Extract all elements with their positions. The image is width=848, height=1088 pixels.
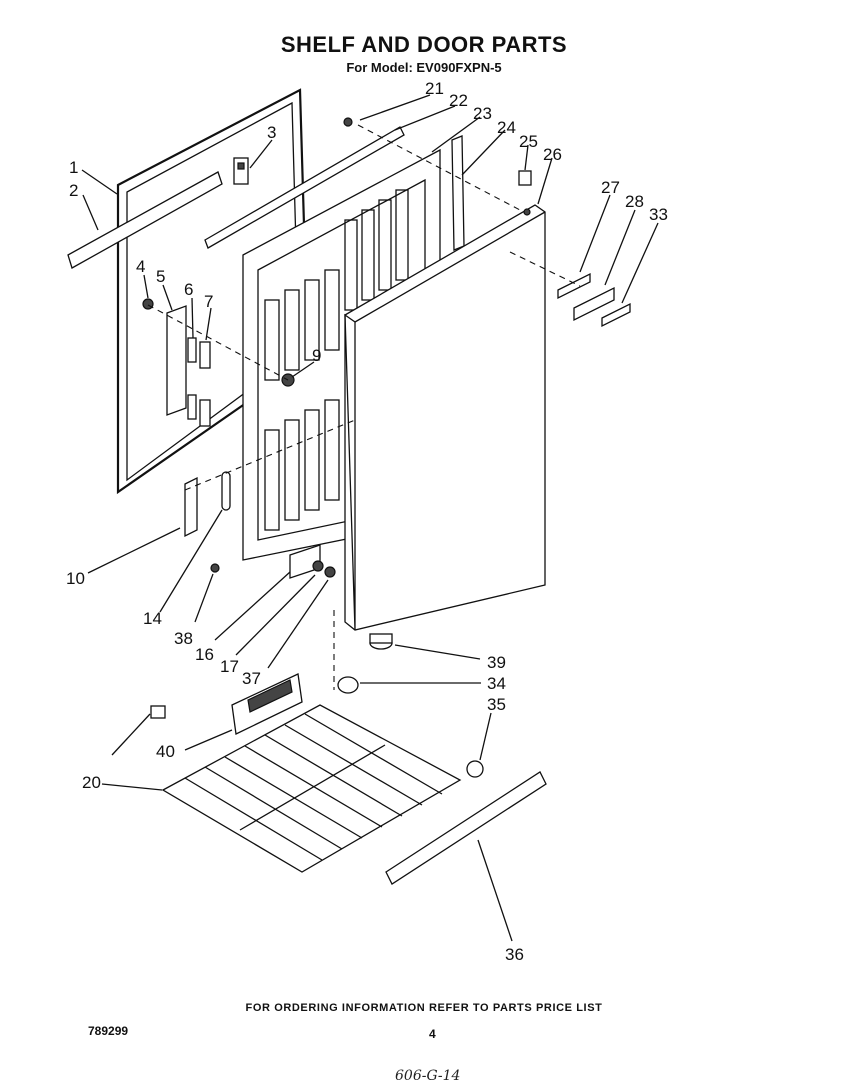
model-subtitle: For Model: EV090FXPN-5 [346,60,502,75]
callout-14: 14 [143,609,162,628]
callout-28: 33 [649,205,668,224]
door-foot-part [369,633,393,650]
callout-15: 16 [195,645,214,664]
callout-leader-lines [81,94,659,942]
callout-35: 36 [505,945,524,964]
callout-7: 7 [204,292,213,311]
wire-shelf-part [161,704,462,873]
hinge-part [233,157,249,185]
callout-10: 10 [66,569,85,588]
callout-3: 3 [267,123,276,142]
callout-6: 6 [184,280,193,299]
hinge-block-part [142,298,211,427]
callout-37: 38 [174,629,193,648]
callout-24: 25 [519,132,538,151]
shelf-support-block-part [231,673,303,735]
callout-27: 28 [625,192,644,211]
callout-25: 26 [543,145,562,164]
handwritten-note: 606-G-14 [395,1068,461,1084]
small-clip-part [150,705,166,719]
callout-22: 23 [473,104,492,123]
callout-36: 37 [242,669,261,688]
assembly-guide-lines [147,124,581,690]
callout-23: 24 [497,118,516,137]
shelf-clip-part [337,676,484,778]
page-title: SHELF AND DOOR PARTS [280,32,568,57]
callout-20: 21 [425,79,444,98]
callout-1: 1 [69,158,78,177]
ordering-note: FOR ORDERING INFORMATION REFER TO PARTS … [245,1002,603,1014]
shelf-front-trim-part [385,771,547,885]
document-number: 789299 [88,1024,129,1038]
callout-33: 34 [487,674,506,693]
callout-9: 9 [312,346,321,365]
handle-insert-part [557,272,631,328]
latch-part [184,471,231,538]
callout-39: 40 [156,742,175,761]
callout-4: 4 [136,257,145,276]
vertical-bracket-part [451,135,465,251]
callout-34: 35 [487,695,506,714]
page-number: 4 [429,1027,436,1041]
callout-2: 2 [69,181,78,200]
door-plug-part [518,170,532,186]
callout-38: 39 [487,653,506,672]
top-rail-part [204,117,405,249]
bottom-hinge-part [210,544,336,579]
trim-strip-part [67,171,223,269]
callout-labels: 1 2 3 4 5 6 7 9 10 14 16 17 20 21 22 23 … [66,79,668,964]
callout-26: 27 [601,178,620,197]
callout-17: 20 [82,773,101,792]
callout-16: 17 [220,657,239,676]
callout-5: 5 [156,267,165,286]
outer-door-panel-part [344,204,546,631]
callout-21: 22 [449,91,468,110]
